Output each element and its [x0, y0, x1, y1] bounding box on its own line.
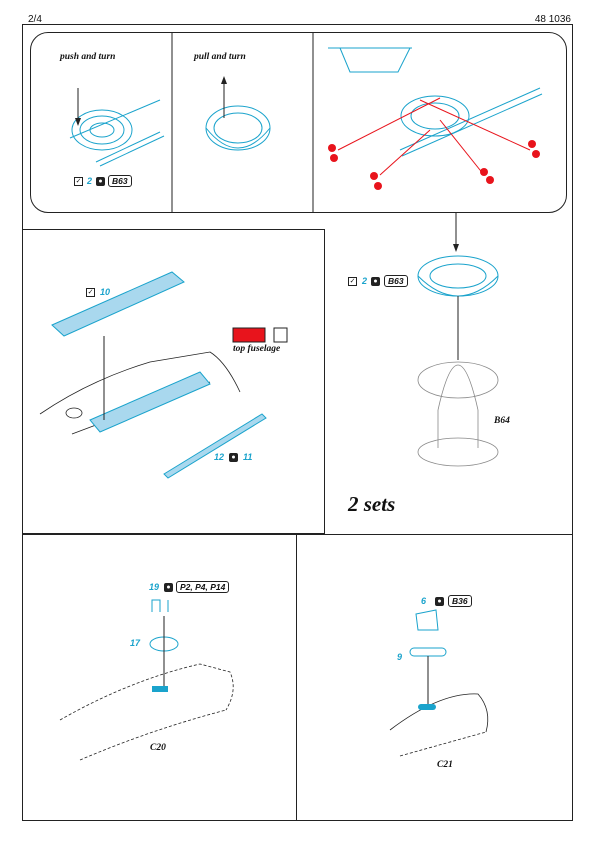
- component-b64: B64: [494, 416, 510, 426]
- scissors-icon: [328, 140, 540, 190]
- ref-b36: B36: [448, 595, 472, 607]
- fold-icon: ✓: [74, 177, 83, 186]
- top-fuselage-label: top fuselage: [233, 344, 281, 354]
- cut-lines: [337, 97, 531, 176]
- c21-parts: [409, 609, 447, 657]
- arrow-icon: [221, 76, 227, 84]
- paint-swatch-red: [232, 327, 266, 343]
- ring-part-pull: [205, 78, 271, 151]
- ring-part-b63: [417, 255, 499, 297]
- glue-icon: ●: [435, 597, 444, 606]
- c21-blue-part: [418, 704, 436, 710]
- c20-blue-part: [152, 686, 168, 692]
- arrow-icon: [453, 244, 459, 252]
- bottom-divider: [22, 534, 573, 535]
- kit-code: 48 1036: [534, 14, 571, 25]
- part-number-11: 11: [243, 452, 253, 462]
- bottom-vertical-divider: [296, 534, 297, 821]
- ring-part-push: [69, 88, 165, 167]
- component-b64-sketch: [417, 361, 499, 467]
- component-c20-sketch: [59, 663, 234, 761]
- ref-p2-p4-p14: P2, P4, P14: [176, 581, 230, 593]
- component-c20: C20: [150, 743, 166, 753]
- glue-icon: ●: [96, 177, 105, 186]
- fold-icon: ✓: [86, 288, 95, 297]
- sets-note: 2 sets: [348, 492, 396, 516]
- glue-icon: ●: [164, 583, 173, 592]
- push-and-turn-label: push and turn: [60, 52, 116, 62]
- part-number-12: 12: [214, 452, 225, 462]
- component-c21: C21: [437, 760, 453, 770]
- header-rule: [22, 24, 573, 25]
- fuselage-sketch: [39, 351, 241, 435]
- fold-icon: ✓: [348, 277, 357, 286]
- part-number-6: 6: [421, 596, 427, 606]
- part-number-19: 19: [149, 582, 160, 592]
- part-number-10: 10: [100, 287, 111, 297]
- part-number-9: 9: [397, 652, 403, 662]
- ring-cut-diagram: [328, 47, 543, 157]
- top-rounded-panel: [30, 32, 567, 213]
- page-number: 2/4: [28, 14, 42, 25]
- ref-b63: B63: [108, 175, 132, 187]
- part-number-2: 2: [87, 176, 93, 186]
- glue-icon: ●: [371, 277, 380, 286]
- arrow-icon: [75, 118, 81, 126]
- fuselage-parts: [51, 271, 267, 479]
- fuselage-panel: [22, 229, 325, 534]
- component-c21-sketch: [389, 693, 489, 757]
- paint-swatch-icon: [273, 327, 288, 343]
- part-number-17: 17: [130, 638, 141, 648]
- pull-and-turn-label: pull and turn: [194, 52, 246, 62]
- part-number-2: 2: [362, 276, 368, 286]
- glue-icon: ●: [229, 453, 238, 462]
- ref-b63: B63: [384, 275, 408, 287]
